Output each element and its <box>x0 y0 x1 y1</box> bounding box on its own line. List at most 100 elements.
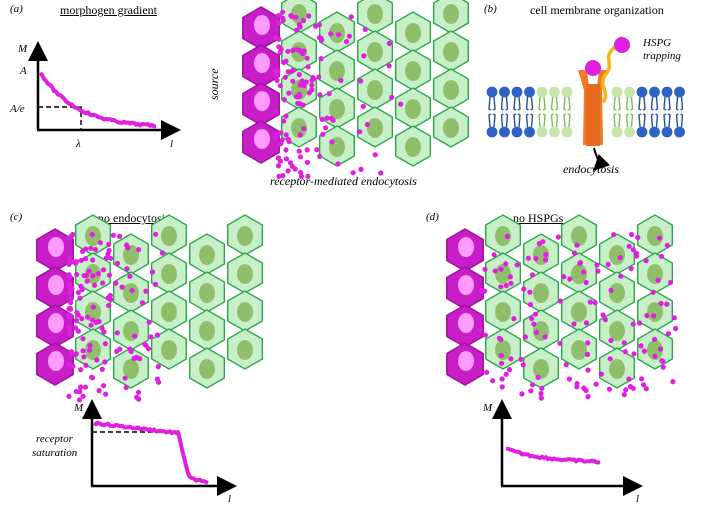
lipid-tail <box>505 113 509 128</box>
lipid-head <box>674 86 685 98</box>
morphogen-dot <box>530 382 536 388</box>
morphogen-dot <box>273 74 280 80</box>
cell-nucleus <box>647 302 663 322</box>
morphogen-dot <box>328 115 334 121</box>
lipid-head <box>549 126 560 138</box>
morphogen-dot <box>90 257 96 263</box>
morphogen-dot <box>297 154 304 160</box>
cell-nucleus <box>443 80 459 100</box>
morphogen-dot <box>73 388 79 395</box>
graph-c-y-label: M <box>74 402 84 414</box>
lipid-head <box>536 126 548 138</box>
cell-nucleus <box>571 302 587 322</box>
morphogen-dot <box>67 289 73 296</box>
morphogen-dot <box>82 384 89 390</box>
morphogen-dot <box>664 301 670 307</box>
cell-nucleus <box>443 42 459 62</box>
lipid-head <box>624 126 635 138</box>
morphogen-dot <box>148 334 154 340</box>
morphogen-dot <box>87 347 93 353</box>
morphogen-dot <box>282 74 288 80</box>
morphogen-dot <box>507 274 513 280</box>
morphogen-dot <box>316 74 322 80</box>
cell-nucleus <box>533 283 549 303</box>
morphogen-dot <box>142 341 148 348</box>
morphogen-dot <box>136 247 142 253</box>
lipid-tail <box>525 96 529 111</box>
morphogen-dot <box>92 246 98 253</box>
lipid-tail <box>500 96 504 111</box>
morphogen-dot <box>94 357 100 363</box>
morphogen-dot <box>276 173 282 179</box>
morphogen-dot <box>606 386 613 392</box>
morphogen-dot <box>297 82 303 88</box>
morphogen-dot <box>66 235 72 241</box>
morphogen-dot <box>125 245 131 251</box>
morphogen-dot <box>73 325 79 331</box>
lipid-tail <box>638 113 642 128</box>
morphogen-dot <box>484 369 490 375</box>
morphogen-dot <box>292 166 298 172</box>
morphogen-dot <box>595 268 601 274</box>
morphogen-dot <box>656 235 663 241</box>
morphogen-dot <box>533 329 540 335</box>
morphogen-dot <box>103 391 109 397</box>
morphogen-dot <box>618 273 624 279</box>
morphogen-dot <box>329 139 335 145</box>
lipid-tail <box>617 96 621 111</box>
morphogen-dot <box>67 305 73 311</box>
lipid-tail <box>542 96 546 111</box>
morphogen-dot <box>80 348 86 354</box>
morphogen-dot <box>492 268 498 274</box>
morphogen-dot <box>361 53 367 59</box>
lipid-tail <box>505 96 509 111</box>
morphogen-dot <box>296 72 302 78</box>
morphogen-dot <box>77 295 83 301</box>
morphogen-dot <box>86 268 92 274</box>
source-nucleus <box>48 313 64 333</box>
lipid-tail <box>563 96 567 111</box>
morphogen-dot <box>572 250 578 256</box>
morphogen-dot <box>665 331 672 337</box>
morphogen-dot <box>652 353 658 359</box>
lipid-tail <box>613 96 617 111</box>
morphogen-dot <box>319 116 325 122</box>
morphogen-dot <box>102 359 108 365</box>
morphogen-dot <box>106 241 112 247</box>
morphogen-dot <box>364 121 370 128</box>
morphogen-dot <box>78 283 84 289</box>
cell-nucleus <box>571 226 587 246</box>
morphogen-dot <box>335 161 341 167</box>
morphogen-dot <box>305 64 311 70</box>
cell-nucleus <box>367 4 383 24</box>
morphogen-dot <box>278 141 284 147</box>
cell-nucleus <box>609 283 625 303</box>
lipid-head <box>611 126 623 138</box>
lipid-tail <box>567 96 571 111</box>
morphogen-dot <box>499 360 505 366</box>
morphogen-dot <box>667 279 674 286</box>
morphogen-dot <box>671 315 677 321</box>
morphogen-dot <box>338 77 344 83</box>
morphogen-dot <box>350 170 356 176</box>
lipid-tail <box>550 113 554 128</box>
cell-nucleus <box>161 340 177 360</box>
cell-nucleus <box>405 23 421 43</box>
morphogen-dot <box>75 312 81 318</box>
morphogen-dot <box>285 168 291 174</box>
morphogen-dot <box>78 367 84 373</box>
morphogen-dot <box>660 364 666 370</box>
morphogen-dot <box>386 40 392 47</box>
morphogen-dot <box>664 242 670 248</box>
morphogen-dot <box>74 271 80 278</box>
morphogen-dot <box>297 101 304 107</box>
hspg-label-2: trapping <box>643 50 681 62</box>
morphogen-dot <box>581 269 587 275</box>
morphogen-dot <box>106 303 112 309</box>
morphogen-dot <box>611 232 617 238</box>
morphogen-dot <box>358 166 364 172</box>
morphogen-dot <box>107 292 113 299</box>
morphogen-dot <box>328 31 334 37</box>
morphogen-dot <box>540 239 546 245</box>
panel-d-title: no HSPGs <box>513 211 564 225</box>
